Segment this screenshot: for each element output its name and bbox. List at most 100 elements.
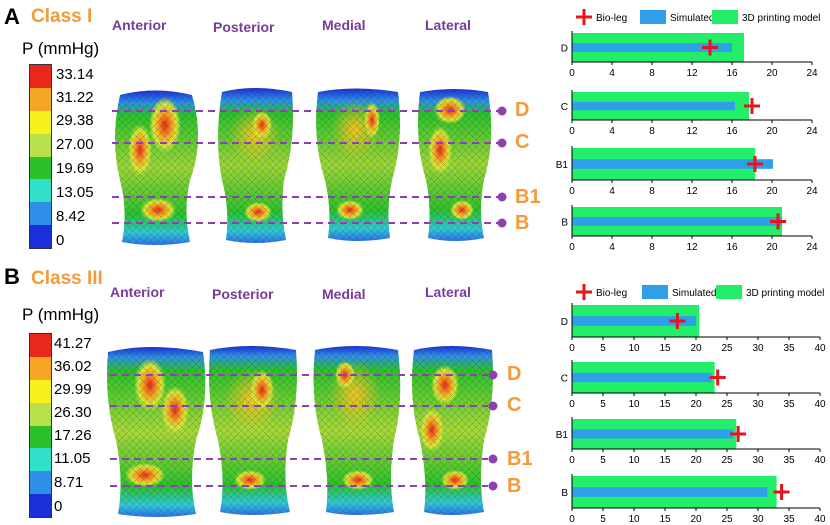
x-tick-label: 8 xyxy=(649,68,655,79)
level-label-d: D xyxy=(515,99,530,121)
x-tick-label: 0 xyxy=(569,186,575,197)
level-dot xyxy=(488,454,498,464)
leg-posterior-a xyxy=(218,88,293,243)
bar-simulated xyxy=(572,487,768,497)
level-label-b: B xyxy=(507,475,522,497)
colorbar-label: 0 xyxy=(54,498,63,515)
x-tick-label: 35 xyxy=(783,399,795,410)
x-tick-label: 25 xyxy=(721,343,733,354)
x-tick-label: 40 xyxy=(814,455,826,466)
x-tick-label: 15 xyxy=(659,455,671,466)
view-label-lateral-a: Lateral xyxy=(425,17,471,33)
category-label: B1 xyxy=(556,430,569,441)
x-tick-label: 5 xyxy=(600,343,606,354)
x-tick-label: 35 xyxy=(783,514,795,525)
panel-letter-b: B xyxy=(4,264,20,289)
category-label: C xyxy=(561,102,568,113)
x-tick-label: 4 xyxy=(609,186,615,197)
category-label: B xyxy=(561,488,568,499)
x-tick-label: 25 xyxy=(721,399,733,410)
x-tick-label: 16 xyxy=(726,68,738,79)
x-tick-label: 12 xyxy=(686,126,698,137)
x-tick-label: 16 xyxy=(726,126,738,137)
level-label-d: D xyxy=(507,363,522,385)
level-dot xyxy=(488,370,498,380)
x-tick-label: 8 xyxy=(649,126,655,137)
x-tick-label: 25 xyxy=(721,514,733,525)
x-tick-label: 30 xyxy=(752,514,764,525)
x-tick-label: 10 xyxy=(628,514,640,525)
leg-medial-a xyxy=(316,88,400,241)
legend-label-bio-leg: Bio-leg xyxy=(596,13,627,24)
bar-simulated xyxy=(572,217,782,226)
colorbar-a xyxy=(29,64,52,249)
view-label-lateral-b: Lateral xyxy=(425,284,471,300)
panel-letter-a: A xyxy=(4,4,20,29)
colorbar-swatch xyxy=(30,494,51,517)
x-tick-label: 4 xyxy=(609,126,615,137)
level-dot xyxy=(497,138,507,148)
level-lines-b xyxy=(110,374,488,487)
legend-swatch-simulated xyxy=(642,285,668,299)
level-label-c: C xyxy=(507,394,522,416)
x-tick-label: 35 xyxy=(783,455,795,466)
legend-swatch-3d-printing xyxy=(712,10,738,24)
leg-models-b xyxy=(107,346,498,517)
x-tick-label: 5 xyxy=(600,455,606,466)
level-dot xyxy=(497,192,507,202)
pressure-title-b: P (mmHg) xyxy=(22,305,100,324)
leg-lateral-a xyxy=(418,89,492,241)
pressure-title-a: P (mmHg) xyxy=(22,39,100,58)
x-tick-label: 20 xyxy=(766,126,778,137)
colorbar-swatch xyxy=(30,65,51,88)
category-label: D xyxy=(561,44,568,55)
legend-label-3d-printing: 3D printing model xyxy=(746,288,824,299)
colorbar-swatch xyxy=(30,356,51,380)
x-tick-label: 16 xyxy=(726,242,738,253)
x-tick-label: 25 xyxy=(721,455,733,466)
view-label-medial-a: Medial xyxy=(322,17,366,33)
legend-label-simulated: Simulated xyxy=(670,13,714,24)
bar-simulated xyxy=(572,316,696,326)
bar-simulated xyxy=(572,43,732,52)
colorbar-swatch xyxy=(30,334,51,357)
bar-simulated xyxy=(572,429,734,439)
level-label-c: C xyxy=(515,131,530,153)
legend-swatch-3d-printing xyxy=(716,285,742,299)
x-tick-label: 20 xyxy=(766,242,778,253)
level-dot xyxy=(497,218,507,228)
colorbar-swatch xyxy=(30,156,51,180)
category-label: C xyxy=(561,374,568,385)
x-tick-label: 20 xyxy=(690,514,702,525)
category-label: B xyxy=(561,218,568,229)
x-tick-label: 0 xyxy=(569,455,575,466)
x-tick-label: 4 xyxy=(609,242,615,253)
colorbar-label: 11.05 xyxy=(54,450,91,467)
x-tick-label: 12 xyxy=(686,68,698,79)
x-tick-label: 12 xyxy=(686,242,698,253)
colorbar-label: 29.99 xyxy=(54,381,92,398)
x-tick-label: 20 xyxy=(690,455,702,466)
view-label-medial-b: Medial xyxy=(322,286,366,302)
x-tick-label: 0 xyxy=(569,343,575,354)
colorbar-label: 27.00 xyxy=(56,136,94,153)
level-label-b1: B1 xyxy=(515,186,541,208)
colorbar-label: 29.38 xyxy=(56,112,94,129)
colorbar-swatch xyxy=(30,110,51,134)
x-tick-label: 20 xyxy=(766,68,778,79)
legend-label-simulated: Simulated xyxy=(672,288,716,299)
x-tick-label: 10 xyxy=(628,455,640,466)
level-dots-a xyxy=(497,106,507,228)
x-tick-label: 40 xyxy=(814,343,826,354)
x-tick-label: 10 xyxy=(628,343,640,354)
colorbar-swatch xyxy=(30,402,51,426)
